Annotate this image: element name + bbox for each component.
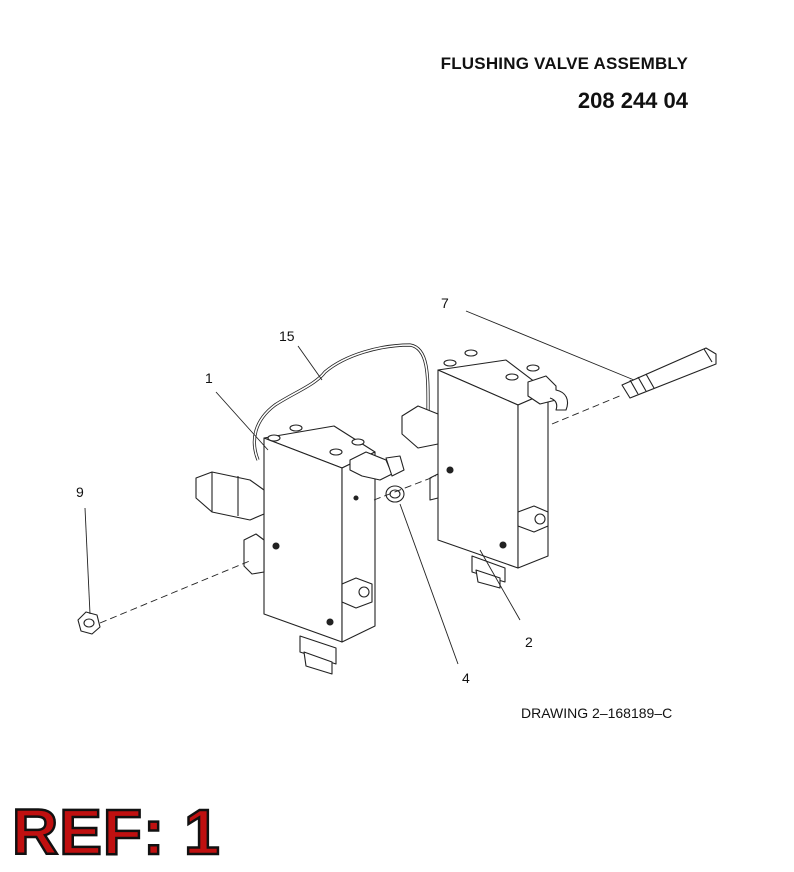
callout-1: 1 xyxy=(205,370,213,386)
valve-body-2 xyxy=(401,349,569,589)
drawing-number: DRAWING 2–168189–C xyxy=(521,705,673,721)
threaded-rod-7 xyxy=(621,347,717,399)
ref-label: REF: 1 xyxy=(11,796,221,868)
callout-4: 4 xyxy=(462,670,470,686)
nut-9 xyxy=(77,611,101,635)
valve-body-1 xyxy=(195,424,405,675)
assembly-title: FLUSHING VALVE ASSEMBLY xyxy=(440,54,688,73)
part-number: 208 244 04 xyxy=(577,88,688,113)
callout-15: 15 xyxy=(279,328,295,344)
callout-2: 2 xyxy=(525,634,533,650)
callout-7: 7 xyxy=(441,295,449,311)
callout-9: 9 xyxy=(76,484,84,500)
